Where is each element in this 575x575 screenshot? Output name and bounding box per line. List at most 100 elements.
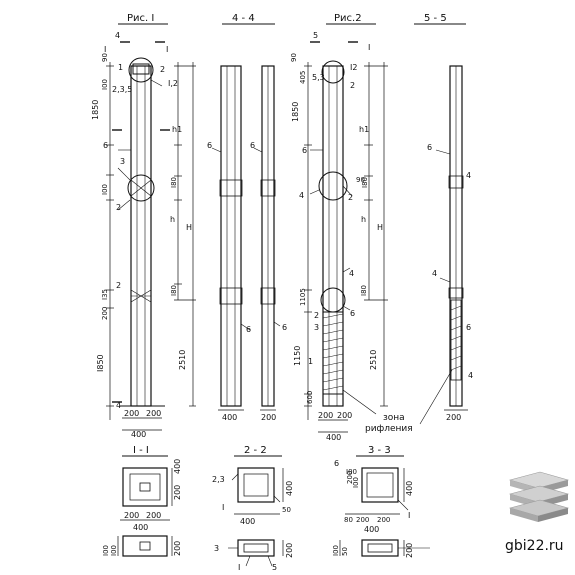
fig2-labels: 5 I I2 2 5,3 6 4 2 4 6 2 3 1 90 405 1850… [290, 31, 413, 442]
logo-text: gbi22.ru [505, 538, 564, 554]
svg-text:4: 4 [466, 171, 471, 180]
svg-text:50: 50 [341, 547, 349, 556]
svg-text:h1: h1 [359, 125, 369, 134]
svg-text:90: 90 [290, 53, 298, 62]
section-2-2-labels: 2 - 2 2,3 I 400 400 50 3 I 5 200 [212, 445, 294, 572]
title-fig2: Рис.2 [326, 13, 376, 25]
svg-text:4 - 4: 4 - 4 [232, 13, 255, 24]
svg-text:I35: I35 [101, 289, 109, 300]
fig1-labels: 4 I I 2 I,2 1 2,3,5 6 3 2 2 4 90 I00 185… [91, 31, 192, 439]
svg-text:6: 6 [302, 146, 307, 155]
svg-text:I00: I00 [346, 468, 357, 476]
svg-text:200: 200 [318, 411, 333, 420]
svg-text:I80: I80 [170, 177, 178, 188]
svg-text:I: I [238, 563, 240, 572]
svg-text:4: 4 [349, 269, 354, 278]
svg-text:400: 400 [405, 481, 414, 496]
svg-text:200: 200 [124, 409, 139, 418]
svg-text:4: 4 [115, 31, 120, 40]
svg-text:2: 2 [116, 203, 121, 212]
svg-text:400: 400 [222, 413, 237, 422]
section-1-1-labels: I - I 200 200 400 200 400 I00 I00 200 [102, 445, 182, 556]
svg-text:H: H [186, 223, 192, 232]
svg-text:80: 80 [344, 516, 353, 524]
svg-text:I: I [166, 45, 168, 54]
column-fig1 [106, 41, 196, 431]
svg-text:1150: 1150 [293, 346, 302, 366]
svg-text:1105: 1105 [299, 288, 307, 306]
svg-text:2,3,5: 2,3,5 [112, 85, 132, 94]
svg-text:400: 400 [364, 525, 379, 534]
title-sec55: 5 - 5 [414, 13, 466, 25]
svg-text:1: 1 [118, 63, 123, 72]
svg-text:2: 2 [116, 281, 121, 290]
svg-text:2: 2 [348, 193, 353, 202]
svg-text:5,3: 5,3 [312, 73, 325, 82]
svg-text:h1: h1 [172, 125, 182, 134]
svg-text:3: 3 [314, 323, 319, 332]
svg-text:2,3: 2,3 [212, 475, 225, 484]
svg-text:4: 4 [116, 401, 121, 410]
svg-text:1: 1 [308, 357, 313, 366]
svg-text:I80: I80 [170, 285, 178, 296]
title-fig1: Рис. I [118, 13, 168, 25]
svg-text:I - I: I - I [133, 445, 149, 456]
svg-text:200: 200 [356, 516, 369, 524]
logo-icon [508, 471, 570, 522]
svg-text:I00: I00 [352, 477, 360, 488]
svg-text:5: 5 [272, 563, 277, 572]
svg-text:200: 200 [146, 409, 161, 418]
svg-text:I00: I00 [101, 184, 109, 195]
svg-text:90: 90 [356, 176, 365, 184]
svg-text:Рис.2: Рис.2 [334, 13, 362, 24]
svg-text:400: 400 [131, 430, 146, 439]
svg-text:зона: зона [383, 413, 405, 423]
svg-text:200: 200 [173, 541, 182, 556]
svg-text:400: 400 [326, 433, 341, 442]
svg-text:2: 2 [350, 81, 355, 90]
svg-text:200: 200 [405, 543, 414, 558]
svg-text:400: 400 [240, 517, 255, 526]
svg-text:6: 6 [103, 141, 108, 150]
column-fig2 [304, 41, 453, 433]
svg-text:6: 6 [207, 141, 212, 150]
svg-text:3: 3 [120, 157, 125, 166]
section-2-2 [228, 455, 284, 567]
svg-text:2510: 2510 [178, 350, 187, 370]
title-sec44: 4 - 4 [222, 13, 275, 25]
sec44-labels: 6 6 6 6 400 200 [207, 141, 287, 422]
svg-text:400: 400 [173, 459, 182, 474]
svg-text:3: 3 [214, 544, 219, 553]
svg-text:4: 4 [432, 269, 437, 278]
svg-text:I00: I00 [110, 545, 118, 556]
svg-text:5 - 5: 5 - 5 [424, 13, 447, 24]
svg-text:50: 50 [282, 506, 291, 514]
section-3-3 [339, 455, 430, 557]
svg-text:I00: I00 [102, 545, 110, 556]
svg-text:3 - 3: 3 - 3 [368, 445, 391, 456]
svg-text:6: 6 [250, 141, 255, 150]
svg-text:рифления: рифления [365, 424, 413, 434]
svg-text:I80: I80 [361, 177, 369, 188]
svg-text:Рис. I: Рис. I [127, 13, 154, 24]
svg-text:400: 400 [133, 523, 148, 532]
svg-text:200: 200 [173, 485, 182, 500]
svg-text:200: 200 [285, 543, 294, 558]
svg-text:2: 2 [314, 311, 319, 320]
section-3-3-labels: 3 - 3 6 200 I00 I00 400 I 80 200 200 400… [332, 445, 414, 558]
svg-text:200: 200 [446, 413, 461, 422]
svg-text:I00: I00 [101, 79, 109, 90]
svg-text:5: 5 [313, 31, 318, 40]
svg-text:4: 4 [468, 371, 473, 380]
svg-text:I: I [368, 43, 370, 52]
svg-text:H: H [377, 223, 383, 232]
column-sec55 [435, 65, 468, 411]
svg-text:6: 6 [466, 323, 471, 332]
svg-text:2510: 2510 [369, 350, 378, 370]
svg-text:1850: 1850 [291, 102, 300, 122]
svg-text:I2: I2 [350, 63, 357, 72]
svg-text:200: 200 [124, 511, 139, 520]
svg-text:200: 200 [261, 413, 276, 422]
